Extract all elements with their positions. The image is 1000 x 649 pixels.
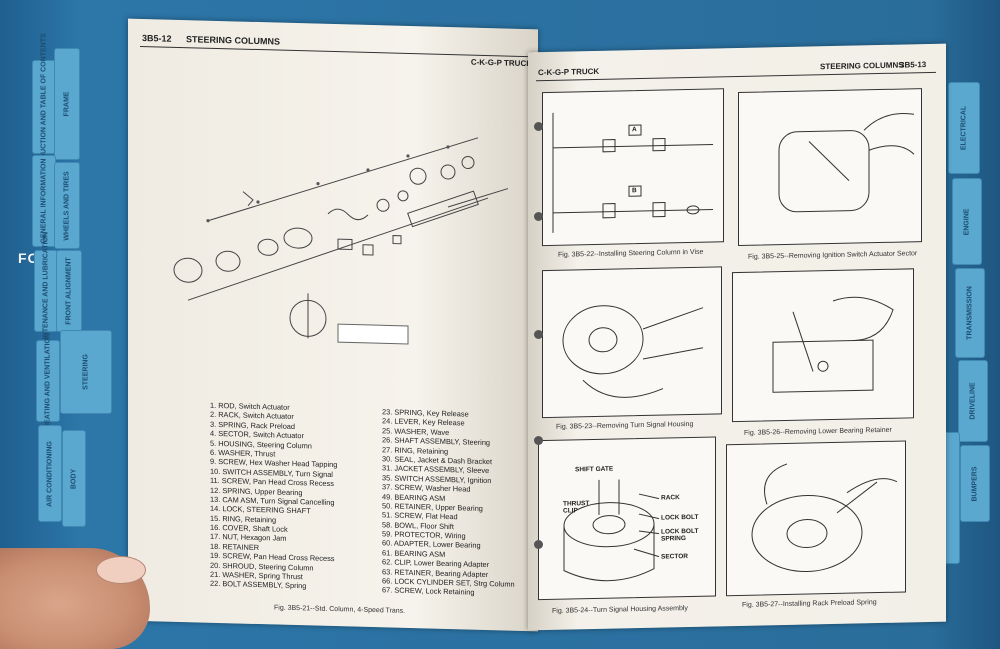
tab-wheels-tires[interactable]: WHEELS AND TIRES — [54, 162, 80, 249]
tab-frame-bumpers[interactable]: FRAME — [54, 48, 80, 160]
exploded-column-diagram — [173, 137, 509, 345]
figure-22-label-a: A — [632, 126, 637, 134]
tab-engine[interactable]: ENGINE — [952, 178, 982, 265]
tab-maintenance[interactable]: MAINTENANCE AND LUBRICATION — [34, 232, 58, 350]
left-header-rule — [140, 45, 528, 58]
figure-26-caption: Fig. 3B5-26--Removing Lower Bearing Reta… — [744, 426, 892, 437]
tab-driveline[interactable]: DRIVELINE — [958, 360, 988, 442]
callout-sector: SECTOR — [661, 553, 688, 561]
figure-25-caption: Fig. 3B5-25--Removing Ignition Switch Ac… — [748, 250, 918, 261]
legend-item: 22. BOLT ASSEMBLY, Spring — [210, 579, 307, 591]
tab-electrical[interactable]: ELECTRICAL — [948, 82, 980, 174]
figure-24-caption: Fig. 3B5-24--Turn Signal Housing Assembl… — [552, 605, 688, 615]
figure-23-caption: Fig. 3B5-23--Removing Turn Signal Housin… — [556, 420, 694, 431]
figure-24-image: SHIFT GATE RACK THRUST CLIP LOCK BOLT LO… — [538, 436, 716, 601]
tab-transmission[interactable]: TRANSMISSION — [955, 268, 985, 358]
right-running-head: C-K-G-P TRUCK — [538, 66, 600, 78]
right-section-title: STEERING COLUMNS — [820, 60, 904, 72]
tab-steering[interactable]: STEERING — [60, 330, 112, 414]
callout-shift-gate: SHIFT GATE — [575, 465, 614, 474]
callout-lock-bolt: LOCK BOLT — [661, 513, 699, 522]
tab-heating-ventilation[interactable]: HEATING AND VENTILATION — [36, 333, 60, 429]
thumbnail — [96, 556, 146, 584]
figure-27-caption: Fig. 3B5-27--Installing Rack Preload Spr… — [742, 599, 877, 609]
tab-bumpers[interactable]: BUMPERS — [960, 445, 990, 522]
figure-22-label-b: B — [632, 187, 637, 195]
figure-22-image: A B — [542, 88, 724, 247]
right-page-number: 3B5-13 — [900, 60, 927, 70]
parts-legend-col2: 23. SPRING, Key Release 24. LEVER, Key R… — [382, 407, 515, 598]
callout-lock-bolt-spring: LOCK BOLT SPRING — [661, 527, 699, 543]
figure-27-image — [726, 440, 906, 597]
tab-general-information[interactable]: GENERAL INFORMATION — [32, 155, 56, 247]
parts-legend-col1: 1. ROD, Switch Actuator 2. RACK, Switch … — [210, 401, 337, 592]
figure-22-caption: Fig. 3B5-22--Installing Steering Column … — [558, 248, 704, 259]
callout-rack: RACK — [661, 494, 680, 502]
left-section-title: STEERING COLUMNS — [186, 34, 281, 47]
tab-introduction[interactable]: INTRODUCTION AND TABLE OF CONTENTS — [32, 33, 56, 181]
binder-cover-text: FO — [18, 250, 40, 266]
left-page-number: 3B5-12 — [142, 32, 172, 44]
left-running-head: C-K-G-P TRUCK — [470, 57, 532, 69]
callout-thrust-clip: THRUST CLIP — [563, 500, 590, 515]
figure-21-caption: Fig. 3B5-21--Std. Column, 4-Speed Trans. — [274, 604, 406, 615]
tab-body[interactable]: BODY — [62, 430, 86, 527]
right-page: C-K-G-P TRUCK STEERING COLUMNS 3B5-13 A … — [528, 43, 946, 631]
tab-front-alignment[interactable]: FRONT ALIGNMENT — [56, 250, 82, 332]
left-page: 3B5-12 STEERING COLUMNS C-K-G-P TRUCK — [128, 18, 538, 632]
figure-23-image — [542, 266, 722, 419]
figure-26-image — [732, 268, 914, 423]
figure-25-image — [738, 88, 922, 246]
tab-air-conditioning[interactable]: AIR CONDITIONING — [38, 425, 62, 522]
